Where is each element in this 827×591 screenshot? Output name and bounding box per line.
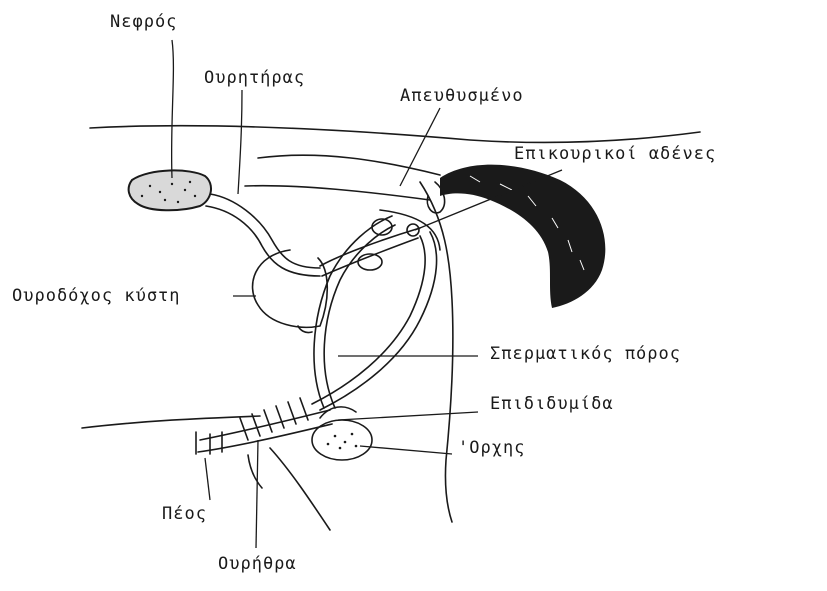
- kidney-shape: [129, 170, 211, 210]
- hind-leg-outline: [420, 182, 453, 522]
- label-rectum: Απευθυσμένο: [400, 88, 524, 105]
- testis-stipple: [327, 433, 358, 450]
- vas-deferens-inner: [320, 232, 437, 410]
- urethra-leader: [256, 440, 258, 548]
- label-vas-deferens: Σπερματικός πόρος: [490, 346, 681, 363]
- body-outline-belly: [82, 416, 260, 428]
- epididymis-leader: [338, 412, 478, 420]
- label-testis: 'Ορχης: [458, 440, 525, 457]
- body-outline-back: [90, 126, 700, 143]
- kidney-leader: [172, 40, 174, 178]
- label-bladder: Ουροδόχος κύστη: [12, 288, 181, 305]
- label-kidney: Νεφρός: [110, 14, 177, 31]
- label-epididymis: Επιδιδυμίδα: [490, 396, 614, 413]
- pelvic-line-mid: [245, 186, 430, 200]
- testis-leader: [360, 446, 452, 454]
- label-accessory-glands: Επικουρικοί αδένες: [514, 146, 716, 163]
- pelvic-urethra: [320, 228, 420, 266]
- pelvic-line-upper: [258, 155, 440, 175]
- hind-leg-inner: [380, 210, 440, 250]
- ureter-leader: [238, 90, 242, 194]
- sheath-outline: [270, 448, 330, 530]
- label-penis: Πέος: [162, 506, 207, 523]
- testis-shape: [312, 420, 372, 460]
- label-ureter: Ουρητήρας: [204, 70, 305, 87]
- ureter-tube: [210, 194, 320, 268]
- label-urethra: Ουρήθρα: [218, 556, 297, 573]
- penis-leader: [205, 458, 210, 500]
- vas-deferens-outer: [324, 225, 395, 408]
